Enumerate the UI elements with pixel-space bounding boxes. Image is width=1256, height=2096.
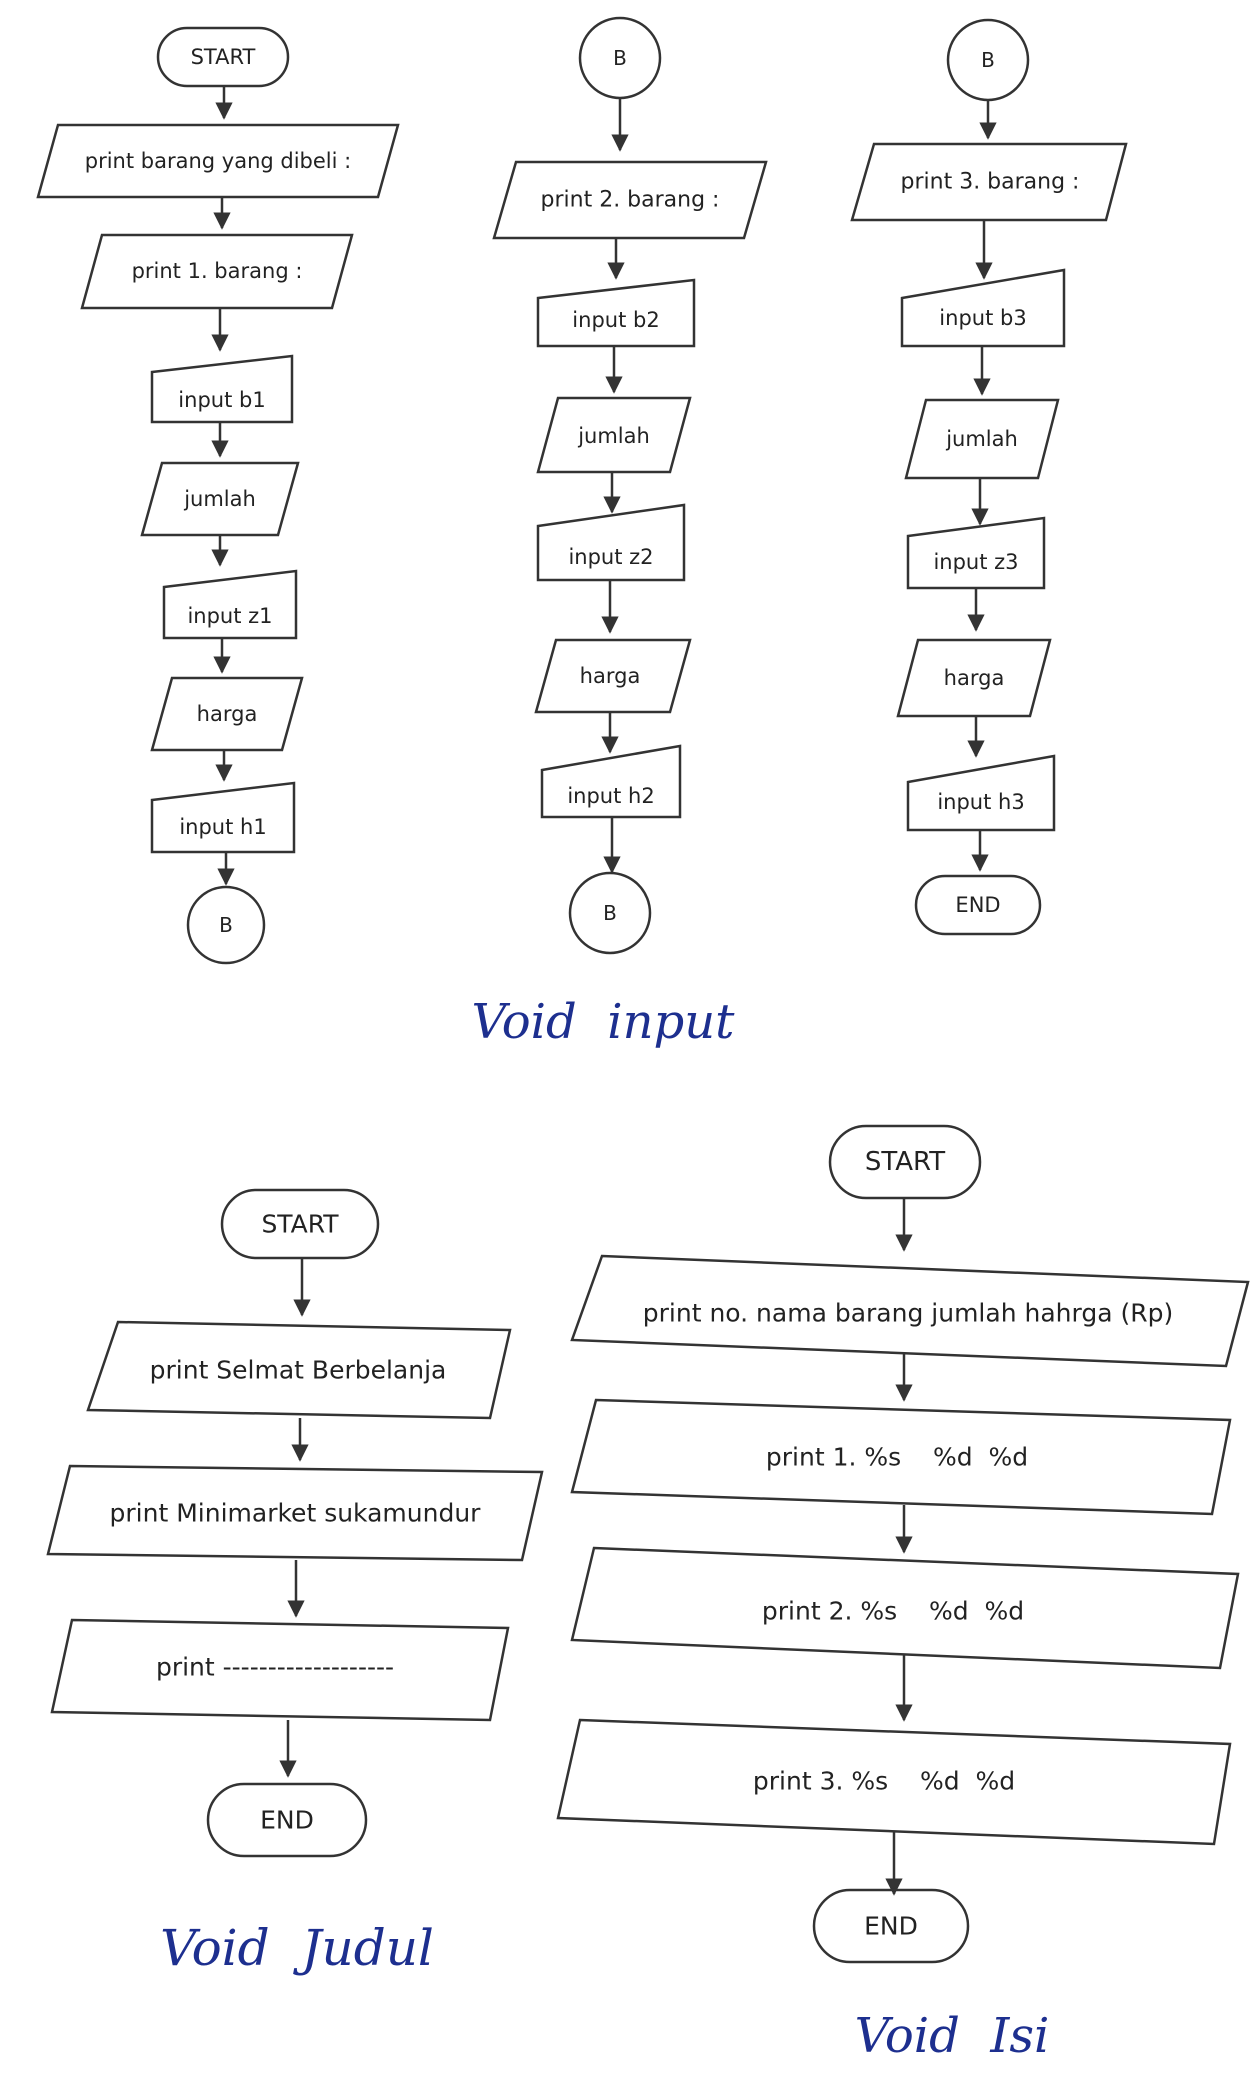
input-col1-harga-shape <box>150 676 304 752</box>
input-col2-jumlah-label: jumlah <box>577 424 650 448</box>
input-col2-connector-bottom-circle <box>568 871 652 955</box>
input-col3-print-item-label: print 3. barang : <box>901 170 1080 195</box>
input-col1-print-title-shape <box>36 123 400 199</box>
input-col3-harga-label: harga <box>944 666 1005 690</box>
input-col1-input-b-shape <box>150 354 294 424</box>
input-col2-diagram <box>492 16 768 955</box>
input-col1-jumlah-label: jumlah <box>183 487 256 511</box>
input-col3-end-terminal <box>914 874 1042 936</box>
judul-print-1-label: print Selmat Berbelanja <box>150 1356 447 1385</box>
input-col1-connector-circle <box>186 885 266 965</box>
input-col3-print-item-shape <box>850 142 1128 222</box>
judul-start-label: START <box>261 1210 339 1239</box>
isi-print-1-label: print 1. %s %d %d <box>766 1443 1028 1472</box>
input-col1-diagram <box>36 26 400 965</box>
isi-start-label: START <box>865 1147 945 1177</box>
input-col1-start-label: START <box>191 45 256 69</box>
judul-end-terminal <box>206 1782 368 1858</box>
input-col1-print-item-shape <box>80 233 354 310</box>
isi-print-2-shape <box>570 1546 1240 1670</box>
input-col3-connector-top-label: B <box>981 48 995 72</box>
input-col2-print-item-shape <box>492 160 768 240</box>
isi-print-1-shape <box>570 1398 1232 1516</box>
input-col2-connector-top-label: B <box>613 46 627 70</box>
input-col2-input-z-label: input z2 <box>568 545 653 569</box>
judul-print-3-shape <box>50 1618 510 1722</box>
input-col3-input-h-label: input h3 <box>937 790 1024 814</box>
judul-start-terminal <box>220 1188 380 1260</box>
judul-print-3-label: print ------------------- <box>156 1653 394 1682</box>
input-col2-input-h-shape <box>540 744 682 819</box>
input-col2-connector-bottom-label: B <box>603 901 617 925</box>
input-col1-print-item-label: print 1. barang : <box>132 259 303 283</box>
judul-print-1-shape <box>86 1320 512 1420</box>
input-col3-input-z-shape <box>906 516 1046 590</box>
judul-print-2-shape <box>46 1464 544 1562</box>
judul-print-2-label: print Minimarket sukamundur <box>110 1499 482 1528</box>
input-col3-diagram <box>850 18 1128 936</box>
input-col1-connector-label: B <box>219 913 233 937</box>
input-col1-input-b-label: input b1 <box>178 388 265 412</box>
caption-void-input: Void input <box>472 994 736 1050</box>
isi-end-label: END <box>864 1912 918 1941</box>
input-col2-input-b-label: input b2 <box>572 308 659 332</box>
input-col2-jumlah-shape <box>536 396 692 474</box>
input-col2-harga-label: harga <box>580 664 641 688</box>
input-col3-input-z-label: input z3 <box>933 550 1018 574</box>
input-col1-input-h-shape <box>150 781 296 854</box>
input-col3-input-b-label: input b3 <box>939 306 1026 330</box>
input-col1-input-z-shape <box>162 569 298 640</box>
isi-print-3-shape <box>556 1718 1232 1846</box>
judul-end-label: END <box>260 1806 314 1835</box>
input-col3-jumlah-shape <box>904 398 1060 480</box>
isi-print-header-label: print no. nama barang jumlah hahrga (Rp) <box>643 1299 1173 1328</box>
isi-print-header-shape <box>570 1254 1250 1368</box>
input-col2-input-h-label: input h2 <box>567 784 654 808</box>
input-col2-input-b-shape <box>536 278 696 348</box>
judul-diagram <box>46 1188 544 1858</box>
isi-print-3-label: print 3. %s %d %d <box>753 1767 1015 1796</box>
caption-void-isi: Void Isi <box>855 2008 1050 2064</box>
input-col2-input-z-shape <box>536 503 686 582</box>
isi-print-2-label: print 2. %s %d %d <box>762 1597 1024 1626</box>
isi-diagram <box>556 1124 1250 1964</box>
caption-void-judul: Void Judul <box>160 1919 434 1977</box>
input-col2-print-item-label: print 2. barang : <box>541 188 720 213</box>
isi-end-terminal <box>812 1888 970 1964</box>
input-col3-harga-shape <box>896 638 1052 718</box>
input-col3-input-b-shape <box>900 268 1066 348</box>
input-col1-input-z-label: input z1 <box>187 604 272 628</box>
input-col3-input-h-shape <box>906 754 1056 832</box>
input-col3-jumlah-label: jumlah <box>945 427 1018 451</box>
input-col1-print-title-label: print barang yang dibeli : <box>85 149 351 173</box>
input-col1-jumlah-shape <box>140 461 300 537</box>
input-col3-end-label: END <box>955 893 1000 917</box>
input-col2-harga-shape <box>534 638 692 714</box>
input-col1-input-h-label: input h1 <box>179 815 266 839</box>
input-col1-harga-label: harga <box>197 702 258 726</box>
